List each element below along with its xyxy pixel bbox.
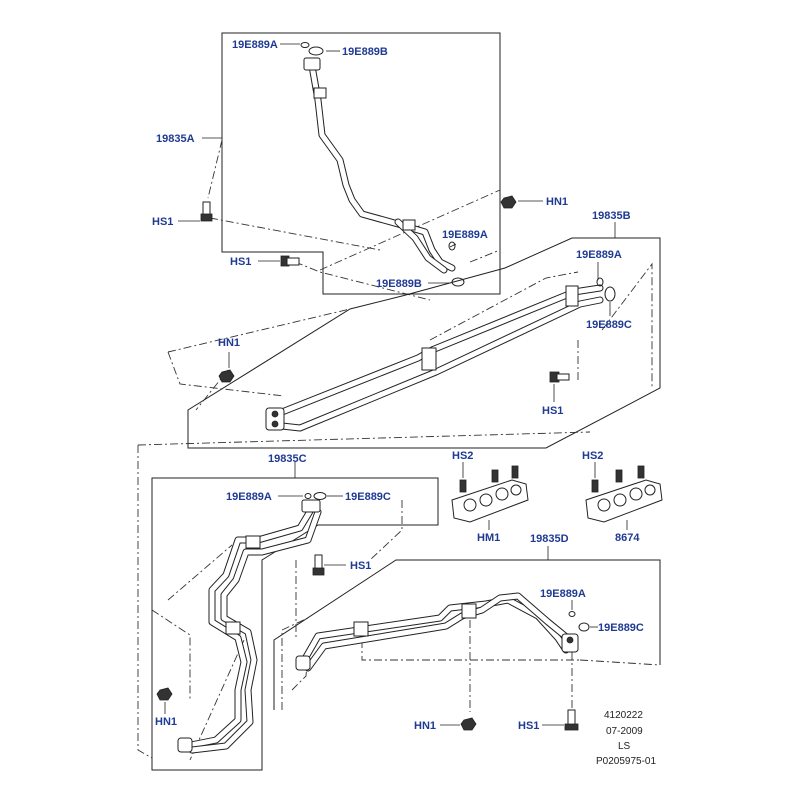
o-ring-icon xyxy=(308,46,324,56)
pipe-connector xyxy=(265,407,285,431)
pipe-clip xyxy=(225,621,241,635)
pipe-coupling xyxy=(303,57,321,71)
pipe-end-fitting xyxy=(177,737,193,753)
o-ring-icon xyxy=(304,493,312,499)
label-hs1: HS1 xyxy=(518,720,539,732)
bolt-icon xyxy=(564,709,579,731)
o-ring-icon xyxy=(300,42,310,48)
label-19e889a: 19E889A xyxy=(576,249,622,261)
label-19e889a: 19E889A xyxy=(442,229,488,241)
o-ring-icon xyxy=(596,277,604,287)
label-19e889c: 19E889C xyxy=(345,491,391,503)
pipe-clip xyxy=(245,535,261,549)
construction-line xyxy=(361,640,580,661)
group-19835d: 19835D 19E889A 19E889C HN1 HS1 xyxy=(273,533,661,732)
label-hm1: HM1 xyxy=(477,532,500,544)
bolt-icon xyxy=(312,554,325,576)
pipe-clip xyxy=(421,347,437,371)
frame-19835a xyxy=(221,32,501,295)
label-19e889a: 19E889A xyxy=(540,588,586,600)
label-hn1: HN1 xyxy=(218,337,240,349)
footer-reference: 4120222 07-2009 LS P0205975-01 xyxy=(596,710,656,767)
nut-icon xyxy=(460,717,477,731)
construction-line xyxy=(189,639,245,761)
construction-line xyxy=(209,217,381,251)
bolt-icon xyxy=(549,371,570,383)
pipe-19835a xyxy=(308,62,456,272)
drawing-ref: P0205975-01 xyxy=(596,756,656,767)
label-8674: 8674 xyxy=(615,532,640,544)
construction-line xyxy=(167,308,351,353)
drawing-code: LS xyxy=(618,741,631,752)
frame-19835b xyxy=(187,237,661,449)
label-hs1: HS1 xyxy=(350,560,371,572)
label-hn1: HN1 xyxy=(546,196,568,208)
o-ring-icon xyxy=(578,622,590,632)
label-19835c: 19835C xyxy=(268,453,307,465)
construction-line xyxy=(469,249,501,263)
construction-line xyxy=(137,445,153,759)
label-19835a: 19835A xyxy=(156,133,195,145)
group-19835b: 19E889A 19E889C HN1 HS1 xyxy=(137,222,661,449)
label-hs2: HS2 xyxy=(452,450,473,462)
label-19835d: 19835D xyxy=(530,533,569,545)
o-ring-icon xyxy=(313,492,327,500)
construction-line xyxy=(137,431,591,446)
bracket-hm1 xyxy=(451,465,529,523)
group-brackets: HS2 HM1 HS2 8674 xyxy=(451,450,663,544)
pipe-clip xyxy=(313,87,327,99)
label-19e889a: 19E889A xyxy=(226,491,272,503)
pipe-connector xyxy=(561,633,579,653)
group-19835c: 19835C 19E889A 19E889C HS1 HN1 xyxy=(137,445,439,771)
construction-line xyxy=(369,500,403,561)
pipe-coupling xyxy=(301,499,321,513)
pipe-end-fitting xyxy=(295,655,311,671)
construction-line xyxy=(151,609,191,700)
construction-line xyxy=(281,617,309,710)
label-19e889b: 19E889B xyxy=(342,46,388,58)
construction-line xyxy=(429,271,579,341)
construction-line xyxy=(167,544,233,601)
o-ring-icon xyxy=(604,286,616,302)
label-hn1: HN1 xyxy=(155,716,177,728)
pipe-clip xyxy=(402,219,416,231)
construction-line xyxy=(579,659,661,666)
o-ring-icon xyxy=(448,241,456,251)
label-hs2: HS2 xyxy=(582,450,603,462)
pipe-clip xyxy=(353,621,369,637)
label-hs1: HS1 xyxy=(542,405,563,417)
construction-line xyxy=(167,351,285,397)
label-19e889c: 19E889C xyxy=(586,319,632,331)
bolt-icon xyxy=(280,255,300,267)
label-19835b: 19835B xyxy=(592,210,631,222)
o-ring-icon xyxy=(568,611,576,617)
label-19e889b: 19E889B xyxy=(376,278,422,290)
construction-line xyxy=(601,262,653,388)
group-19835a: 19E889A 19E889B 19835A HS1 HN1 19835B 19… xyxy=(152,32,631,301)
pipe-clip xyxy=(565,285,579,307)
label-hs1: HS1 xyxy=(152,216,173,228)
nut-icon xyxy=(156,687,173,701)
label-19e889c: 19E889C xyxy=(598,622,644,634)
label-19e889a: 19E889A xyxy=(232,39,278,51)
pipe-clip xyxy=(461,603,477,619)
drawing-date: 07-2009 xyxy=(606,726,643,737)
nut-icon xyxy=(500,195,517,209)
bolt-icon xyxy=(200,201,213,222)
construction-line xyxy=(294,261,431,301)
label-hn1: HN1 xyxy=(414,720,436,732)
bracket-8674 xyxy=(585,465,663,523)
construction-line xyxy=(207,139,223,199)
nut-icon xyxy=(218,369,235,383)
label-hs1: HS1 xyxy=(230,256,251,268)
drawing-number: 4120222 xyxy=(604,710,643,721)
frame-19835d xyxy=(273,559,661,710)
